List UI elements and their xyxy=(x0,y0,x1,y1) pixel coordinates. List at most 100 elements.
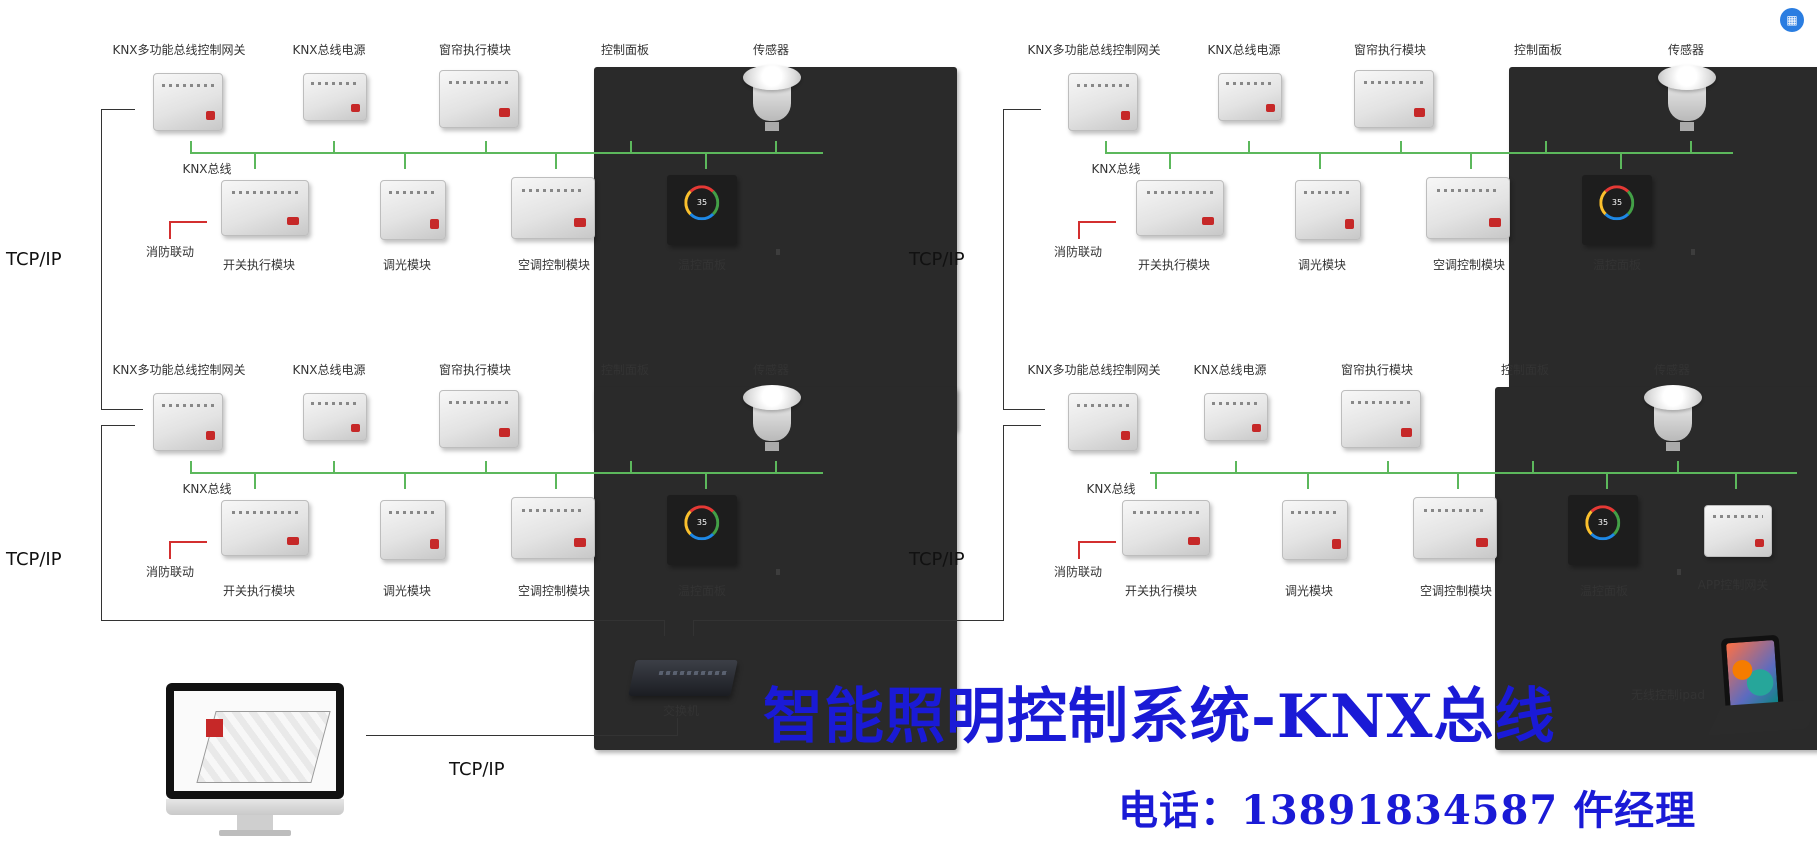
bus-tap xyxy=(1457,473,1459,489)
label-dimmer: 调光模块 xyxy=(1284,584,1334,598)
network-line xyxy=(693,620,1004,621)
knx-bus-line xyxy=(1105,152,1733,154)
bus-tap xyxy=(1307,473,1309,489)
label-sensor: 传感器 xyxy=(1653,363,1691,377)
bus-tap xyxy=(630,461,632,473)
switch-actuator-icon xyxy=(221,500,309,556)
label-hvac: 空调控制模块 xyxy=(517,584,591,598)
network-line xyxy=(366,735,677,736)
thermostat-panel-icon: 35 xyxy=(1582,175,1652,245)
label-thermostat: 温控面板 xyxy=(1579,584,1629,598)
bus-tap xyxy=(1735,473,1737,489)
hvac-module-icon xyxy=(1413,497,1497,559)
label-sensor: 传感器 xyxy=(1667,43,1705,57)
corner-app-icon[interactable]: ▦ xyxy=(1780,8,1804,32)
network-line xyxy=(677,718,678,736)
dimmer-module-icon xyxy=(380,500,446,560)
dimmer-module-icon xyxy=(1295,180,1361,240)
switch-actuator-icon xyxy=(1136,180,1224,236)
bus-tap xyxy=(1690,141,1692,153)
bus-tap xyxy=(555,473,557,489)
network-line xyxy=(1003,109,1004,410)
switch-actuator-icon xyxy=(1122,500,1210,556)
network-line xyxy=(101,109,135,110)
label-power: KNX总线电源 xyxy=(1207,43,1281,57)
curtain-module-icon xyxy=(439,390,519,448)
label-gateway: KNX多功能总线控制网关 xyxy=(112,363,246,377)
fire-label: 消防联动 xyxy=(145,245,195,259)
bus-tap xyxy=(630,141,632,153)
bus-tap xyxy=(775,141,777,153)
bus-tap xyxy=(485,461,487,473)
label-hvac: 空调控制模块 xyxy=(1419,584,1493,598)
fire-link-line xyxy=(169,221,207,223)
bus-tap xyxy=(254,153,256,169)
imac-icon xyxy=(166,683,344,836)
network-line xyxy=(1003,109,1041,110)
bus-tap xyxy=(333,141,335,153)
network-line xyxy=(664,620,665,636)
label-thermostat: 温控面板 xyxy=(677,258,727,272)
fire-label: 消防联动 xyxy=(1053,245,1103,259)
power-supply-icon xyxy=(1218,73,1282,121)
bus-tap xyxy=(1248,141,1250,153)
curtain-module-icon xyxy=(1341,390,1421,448)
label-dimmer: 调光模块 xyxy=(382,584,432,598)
label-curtain: 窗帘执行模块 xyxy=(1340,363,1414,377)
network-switch-icon xyxy=(628,660,738,696)
gateway-device-icon xyxy=(1068,393,1138,451)
label-panel: 控制面板 xyxy=(1500,363,1550,377)
switch-label: 交换机 xyxy=(662,704,700,718)
label-switch-actuator: 开关执行模块 xyxy=(1137,258,1211,272)
diagram-title: 智能照明控制系统-KNX总线 xyxy=(763,682,1556,752)
gateway-device-icon xyxy=(153,73,223,131)
label-panel: 控制面板 xyxy=(600,43,650,57)
label-sensor: 传感器 xyxy=(752,43,790,57)
fire-link-line xyxy=(169,541,171,559)
bus-tap xyxy=(404,473,406,489)
fire-link-line xyxy=(1078,541,1080,559)
bus-tap xyxy=(1387,461,1389,473)
bus-tap xyxy=(1169,153,1171,169)
fire-link-line xyxy=(1078,221,1080,239)
label-gateway: KNX多功能总线控制网关 xyxy=(112,43,246,57)
bus-tap xyxy=(1545,141,1547,153)
bus-tap xyxy=(1606,473,1608,489)
sensor-icon xyxy=(1644,385,1702,451)
tcp-label: TCP/IP xyxy=(6,249,62,270)
bus-tap xyxy=(485,141,487,153)
network-line xyxy=(101,409,143,410)
bus-tap xyxy=(404,153,406,169)
network-line xyxy=(101,109,102,410)
bus-tap xyxy=(1105,141,1107,153)
label-power: KNX总线电源 xyxy=(1193,363,1267,377)
network-line xyxy=(101,425,135,426)
bus-tap xyxy=(705,153,707,169)
label-dimmer: 调光模块 xyxy=(382,258,432,272)
bus-tap xyxy=(1400,141,1402,153)
label-app-gateway: APP控制网关 xyxy=(1697,578,1769,592)
sensor-icon xyxy=(743,385,801,451)
bus-tap xyxy=(1532,461,1534,473)
label-thermostat: 温控面板 xyxy=(1592,258,1642,272)
label-switch-actuator: 开关执行模块 xyxy=(1124,584,1198,598)
bus-tap xyxy=(254,473,256,489)
bus-label: KNX总线 xyxy=(1091,162,1141,176)
power-supply-icon xyxy=(303,73,367,121)
switch-actuator-icon xyxy=(221,180,309,236)
network-line xyxy=(101,620,665,621)
bus-tap xyxy=(1620,153,1622,169)
curtain-module-icon xyxy=(1354,70,1434,128)
label-curtain: 窗帘执行模块 xyxy=(438,363,512,377)
label-gateway: KNX多功能总线控制网关 xyxy=(1027,43,1161,57)
dimmer-module-icon xyxy=(1282,500,1348,560)
power-supply-icon xyxy=(303,393,367,441)
tcp-label: TCP/IP xyxy=(909,549,965,570)
thermostat-panel-icon: 35 xyxy=(667,175,737,245)
label-switch-actuator: 开关执行模块 xyxy=(222,258,296,272)
bus-tap xyxy=(1470,153,1472,169)
bus-label: KNX总线 xyxy=(182,162,232,176)
label-curtain: 窗帘执行模块 xyxy=(438,43,512,57)
thermostat-panel-icon: 35 xyxy=(1568,495,1638,565)
tcp-label: TCP/IP xyxy=(6,549,62,570)
